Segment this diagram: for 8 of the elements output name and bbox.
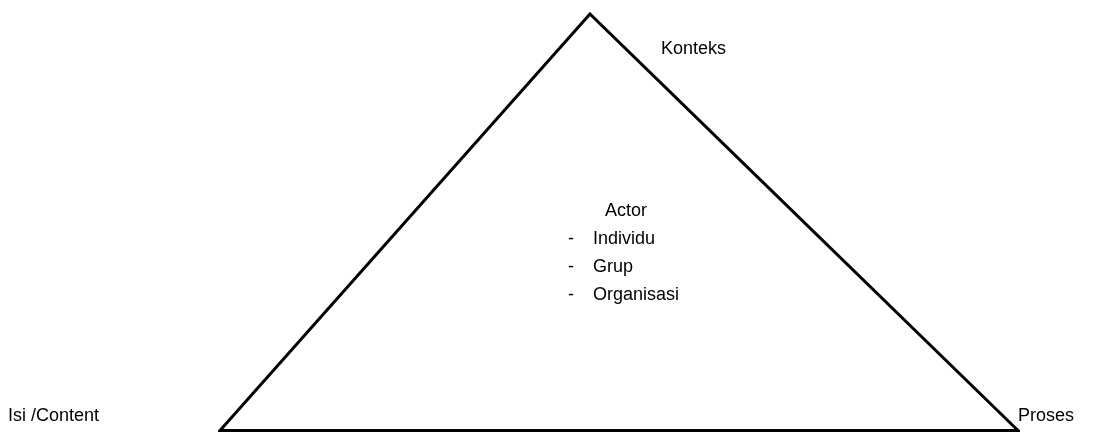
list-item: - Grup: [568, 256, 633, 277]
triangle-node: [218, 12, 1020, 432]
corner-label: Isi /Content: [8, 405, 100, 426]
list-item: - Organisasi: [568, 284, 680, 305]
corner-label: Proses: [1018, 405, 1075, 426]
node-heading: Actor: [605, 200, 647, 221]
corner-label: Konteks: [661, 38, 727, 59]
list-item: - Individu: [568, 228, 656, 249]
